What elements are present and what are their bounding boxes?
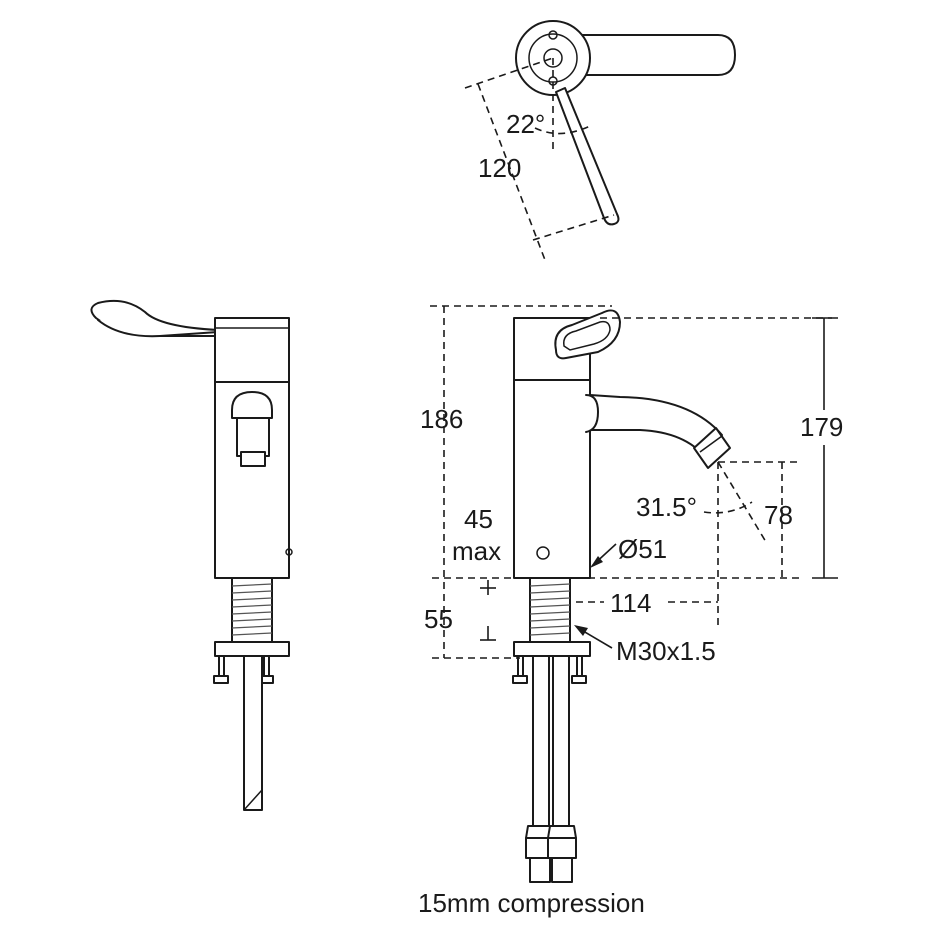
side-bolt-left-nut: [213, 675, 229, 684]
label-shank-length: 55: [424, 604, 453, 634]
front-shank: [529, 577, 571, 643]
dim-line-120-start: [464, 57, 554, 89]
front-fitting-left-olive: [529, 857, 551, 883]
dim-arc-31: [703, 501, 753, 514]
front-aerator: [693, 427, 731, 469]
dimensions: 186 179 45 max 55 Ø51 114 31.5: [418, 305, 843, 918]
plan-view: 22° 120: [464, 20, 736, 261]
front-waste-hole: [536, 546, 550, 560]
label-lever-length: 120: [478, 153, 521, 183]
side-shank: [231, 577, 273, 643]
front-bolt-right: [576, 655, 583, 679]
label-height-total: 186: [420, 404, 463, 434]
side-pipe: [243, 655, 263, 811]
front-backnut-plate: [513, 641, 591, 657]
label-thread-size: M30x1.5: [616, 636, 716, 666]
front-fitting-right-nut: [547, 825, 577, 839]
label-spout-outlet: 78: [764, 500, 793, 530]
front-aerator-ring: [699, 435, 723, 453]
front-bolt-right-nut: [571, 675, 587, 684]
front-spout-joint: [585, 394, 599, 433]
front-body: [513, 379, 591, 579]
plan-head-center: [543, 48, 563, 68]
front-fitting-right-body: [547, 837, 577, 859]
dim-51-arrow: [590, 556, 603, 568]
dim-line-120-end: [532, 214, 615, 241]
front-pipe-left: [532, 655, 550, 827]
side-outlet: [236, 417, 270, 457]
plan-lever-arm: [559, 34, 736, 76]
front-bolt-left: [517, 655, 524, 679]
side-view: [90, 299, 293, 811]
side-pipe-cut: [243, 789, 263, 811]
side-shank-threads: [231, 583, 273, 636]
side-bolt-left: [218, 655, 225, 679]
plan-lever-angled: [555, 87, 620, 226]
label-deck-thickness-unit: max: [452, 536, 501, 566]
front-lever-loop: [554, 309, 621, 360]
label-spout-angle: 31.5°: [636, 492, 697, 522]
dim-line-120: [477, 83, 546, 261]
side-lever-edge: [97, 319, 219, 338]
label-body-diameter: Ø51: [618, 534, 667, 564]
label-height-spout: 179: [800, 412, 843, 442]
side-backnut-plate: [214, 641, 290, 657]
side-grub-screw: [285, 548, 293, 556]
label-deck-thickness: 45: [464, 504, 493, 534]
dim-78-diag: [717, 461, 767, 543]
dim-thread-arrow: [574, 625, 588, 636]
label-connection: 15mm compression: [418, 888, 645, 918]
dim-arc-22: [534, 125, 591, 135]
front-lever-inner: [563, 320, 611, 351]
front-view: [512, 309, 731, 883]
front-bolt-left-nut: [512, 675, 528, 684]
side-bolt-right: [263, 655, 270, 679]
plan-hole-top: [548, 30, 558, 40]
side-outlet-tip: [240, 451, 266, 467]
front-shank-threads: [529, 583, 571, 636]
side-outlet-top: [231, 391, 273, 419]
front-pipe-right: [552, 655, 570, 827]
label-reach: 114: [610, 588, 651, 618]
label-angle-22: 22°: [506, 109, 545, 139]
front-fitting-right-olive: [551, 857, 573, 883]
